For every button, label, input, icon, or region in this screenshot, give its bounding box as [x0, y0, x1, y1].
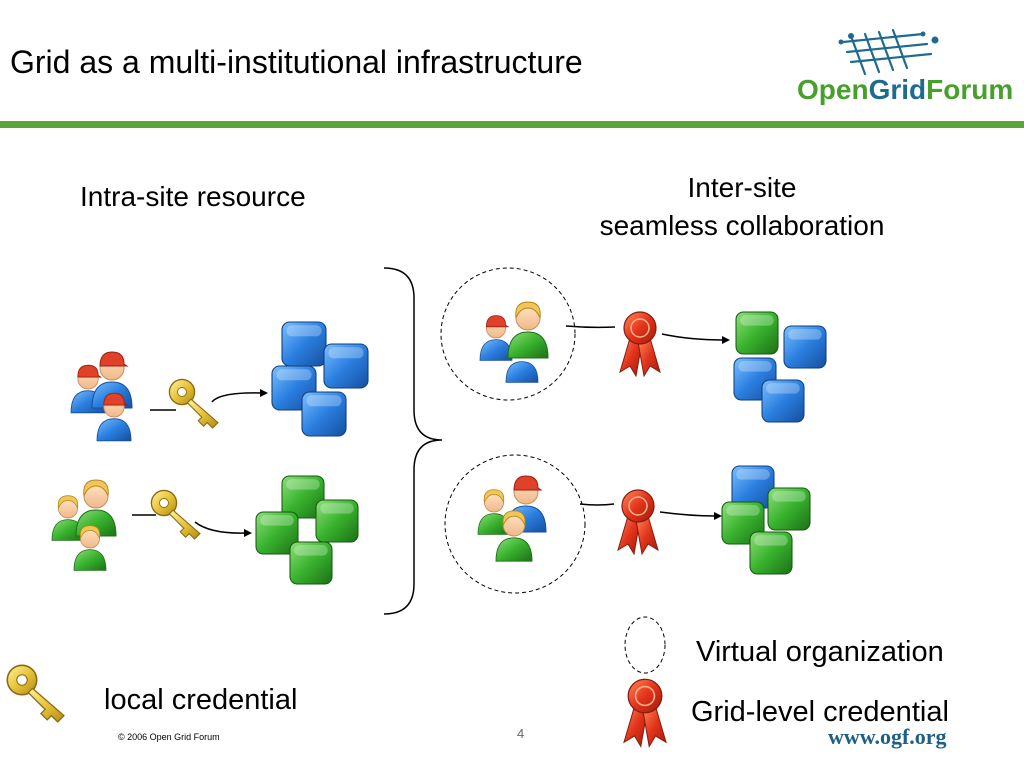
logo-word-open: Open — [797, 74, 869, 105]
users-icon — [477, 475, 547, 562]
arrowhead — [260, 389, 268, 397]
virtual-organization-circle — [440, 267, 576, 401]
arrow — [194, 521, 247, 534]
grid-logo-icon — [838, 28, 939, 76]
arrowhead — [722, 336, 730, 344]
logo-word-forum: Forum — [926, 74, 1014, 105]
inter-site-heading: Inter-site seamless collaboration — [552, 169, 932, 245]
key-icon — [168, 378, 219, 429]
legend-ribbon-icon — [623, 678, 667, 748]
arrowhead — [714, 512, 722, 520]
arrow — [211, 392, 263, 403]
legend-virtual-organization-label: Virtual organization — [696, 636, 944, 668]
arrow — [661, 333, 725, 341]
inter-site-heading-line2: seamless collaboration — [599, 210, 885, 241]
mixed-cubes-icon — [721, 465, 811, 575]
arrowhead — [244, 529, 252, 537]
ogf-url: www.ogf.org — [828, 724, 947, 749]
brace — [383, 267, 443, 615]
ribbon-icon — [619, 311, 661, 377]
intra-site-heading: Intra-site resource — [80, 181, 306, 212]
copyright: © 2006 Open Grid Forum — [118, 732, 220, 742]
blue-cubes-icon — [271, 321, 369, 437]
key-icon — [150, 489, 201, 540]
users-icon — [51, 479, 117, 571]
logo-word-grid: Grid — [868, 74, 927, 105]
legend-key-icon — [6, 664, 65, 723]
users-icon — [70, 351, 133, 442]
ogf-logo: OpenGridForum — [795, 22, 1013, 112]
green-cubes-icon — [255, 475, 359, 585]
legend-grid-credential-label: Grid-level credential — [691, 696, 949, 728]
legend-local-credential-label: local credential — [104, 684, 298, 716]
mixed-cubes-icon — [733, 311, 827, 423]
arrow — [659, 511, 717, 517]
inter-site-heading-line1: Inter-site — [687, 172, 797, 203]
slide-title: Grid as a multi-institutional infrastruc… — [10, 44, 583, 80]
page-number: 4 — [517, 726, 525, 741]
users-icon — [505, 361, 539, 383]
virtual-organization-circle — [444, 454, 586, 594]
arrow — [565, 325, 616, 329]
ribbon-icon — [617, 489, 659, 555]
header-rule — [0, 121, 1024, 128]
arrow — [579, 503, 615, 506]
legend-virtual-organization-icon — [624, 616, 666, 674]
